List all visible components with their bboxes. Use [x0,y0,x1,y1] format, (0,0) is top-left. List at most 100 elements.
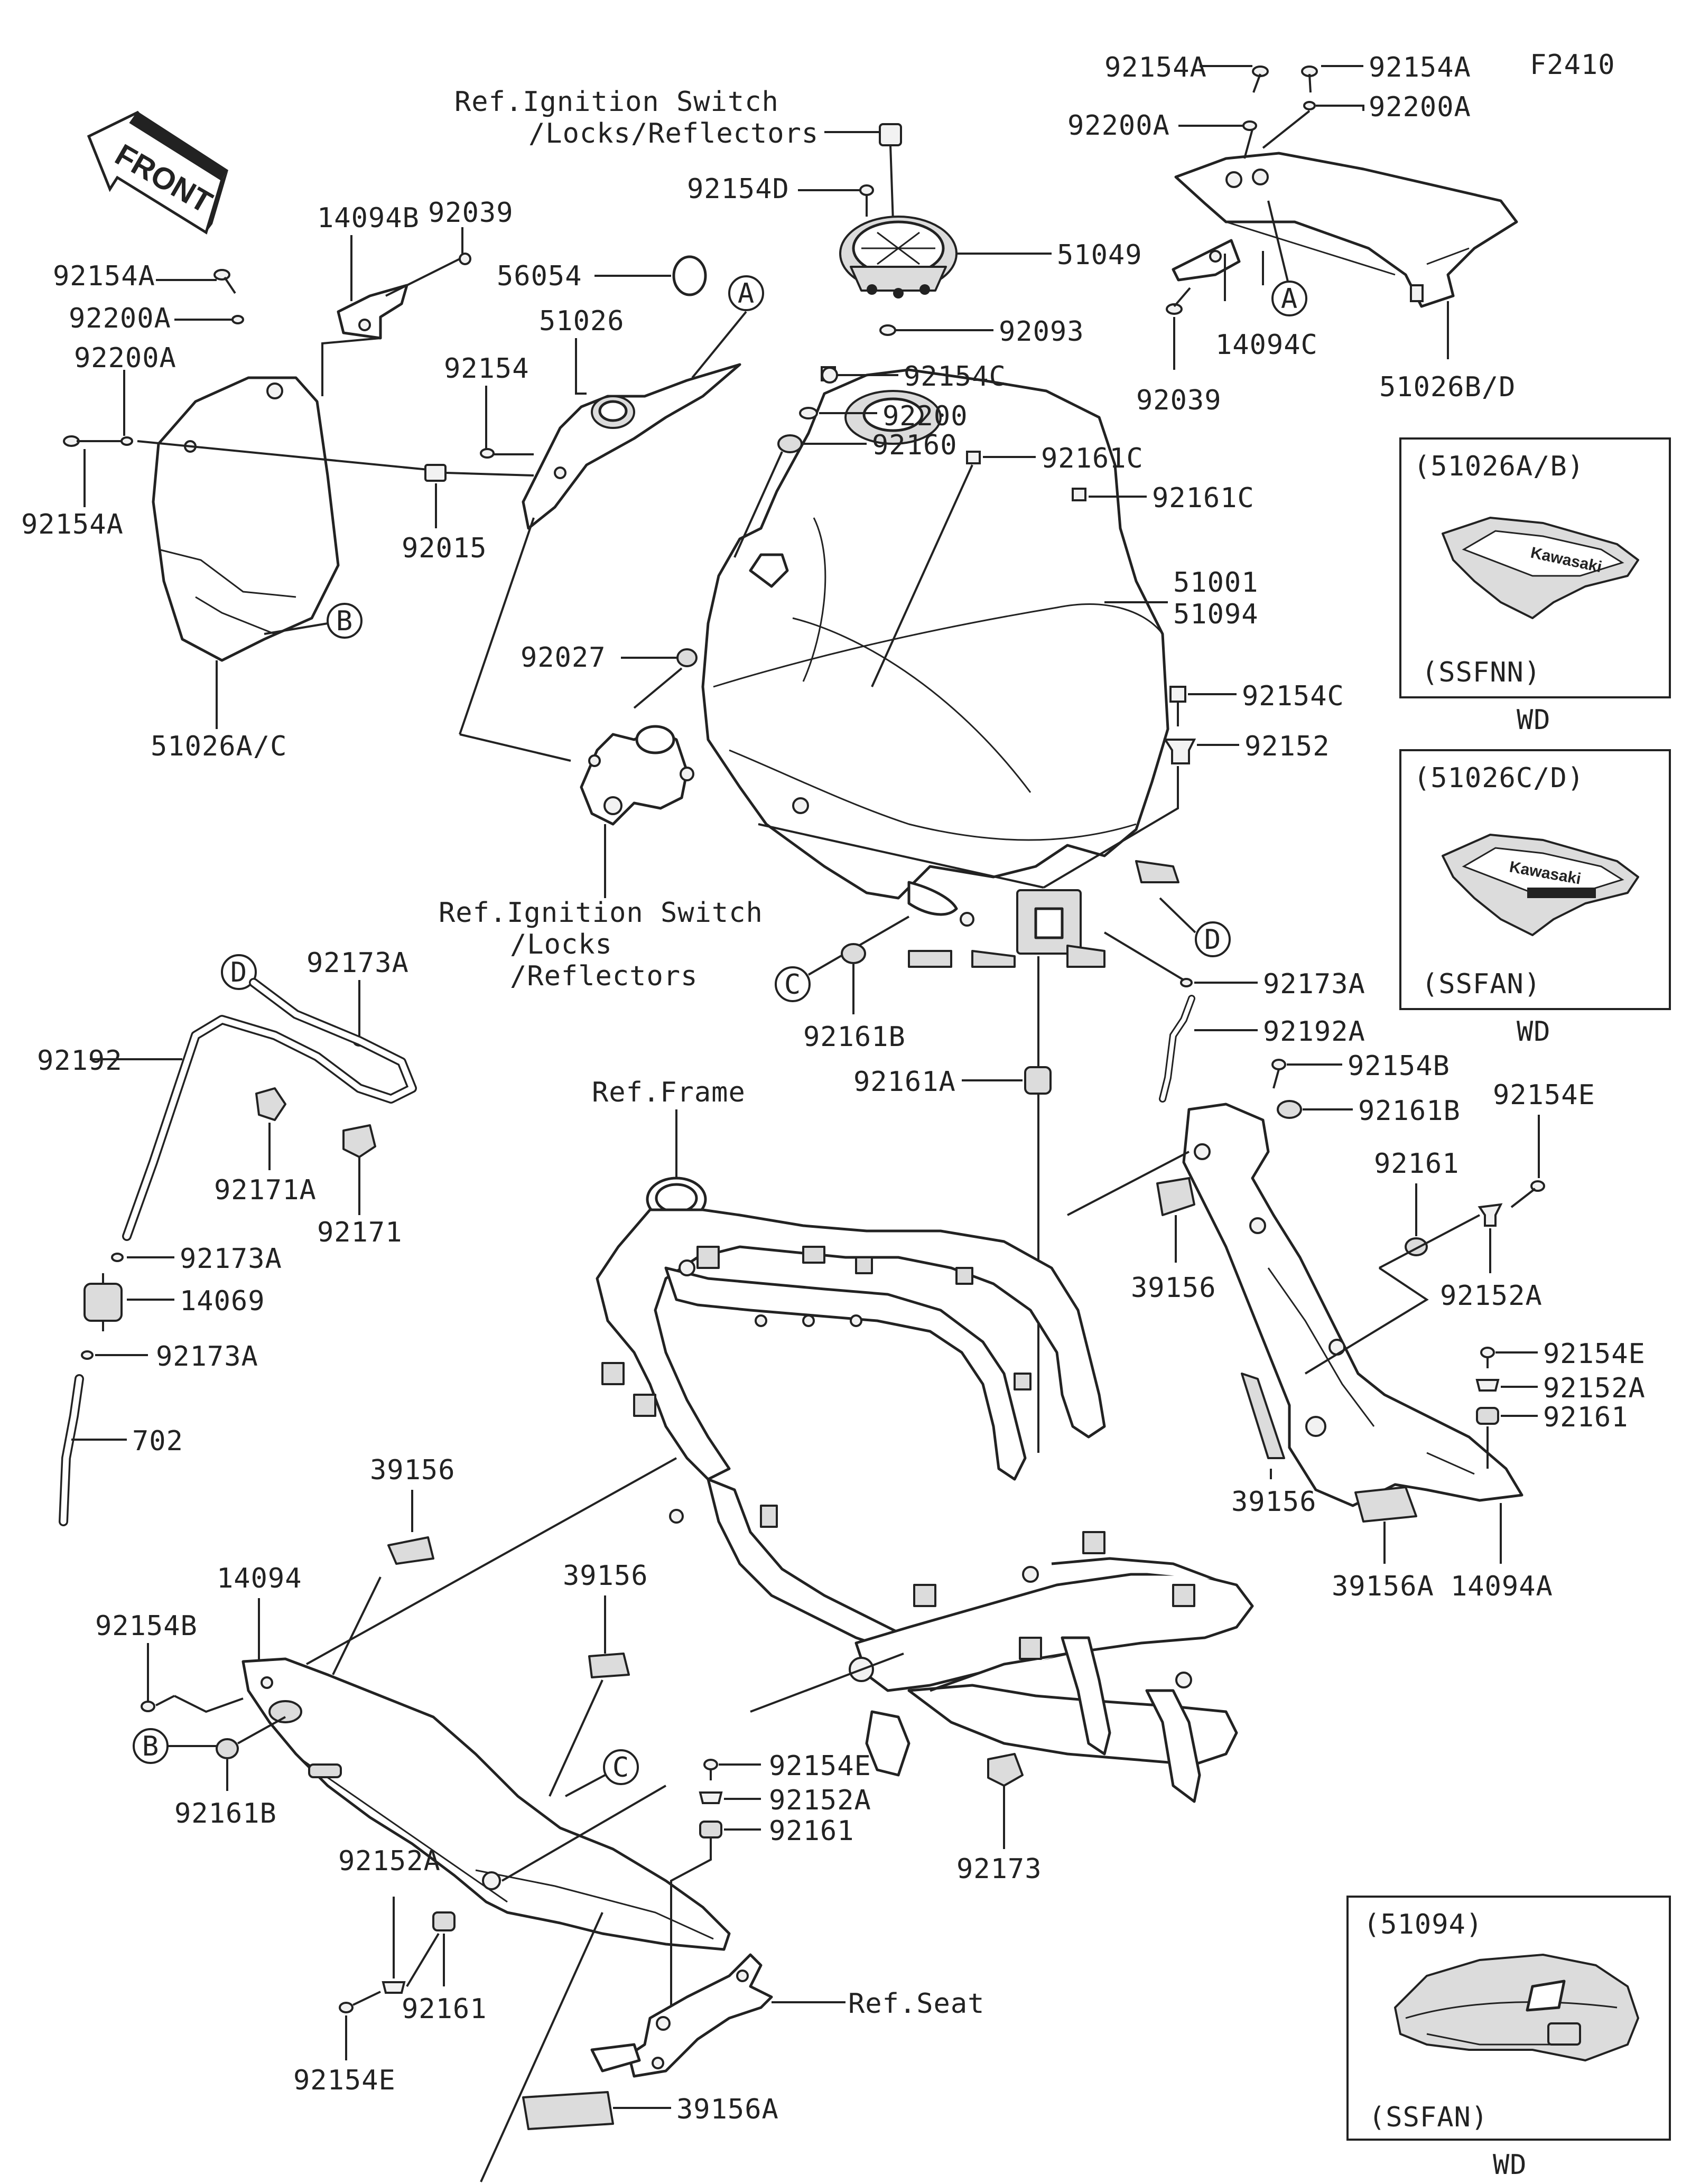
clamp-92173a-right [1180,978,1193,987]
label-92154e-center: 92154E [769,1750,871,1782]
label-92171: 92171 [317,1217,403,1248]
label-39156a-left: 39156A [676,2094,779,2125]
label-92154b-left: 92154B [95,1610,198,1642]
label-51026bd: 51026B/D [1379,371,1516,403]
damper-92161b-right [1277,1100,1302,1119]
label-92152a-center: 92152A [769,1785,871,1816]
inset-51094-tag: WD [1493,2149,1527,2181]
washer-92200 [799,407,818,419]
label-702: 702 [132,1425,183,1457]
filter-14069 [83,1273,123,1331]
pad-39156-left [387,1536,434,1565]
callout-b-bottom [133,1728,169,1764]
bolt-92154b-right [1271,1059,1286,1089]
label-14094b: 14094B [317,202,420,234]
clip-92171a [255,1087,286,1121]
label-92173a-bottom: 92173A [156,1341,258,1373]
callout-c-tank [775,966,811,1002]
label-92173a-mid: 92173A [180,1243,282,1275]
bolt-92154a-top-left [1252,66,1269,93]
bolt-92154e-center [703,1759,718,1780]
washer-92200a-left [231,315,244,324]
clip-92161c-a [966,451,981,464]
label-92154b-right: 92154B [1348,1050,1450,1082]
bolt-92154d [859,184,874,217]
damper-92160 [777,434,803,453]
damper-92161-center [699,1821,722,1838]
label-51001: 51001 [1173,567,1259,599]
collar-92152a-left [382,1981,406,1994]
pad-39156a-left [522,2091,614,2130]
callout-b-left-label: B [336,605,353,637]
label-92027: 92027 [521,642,606,674]
callout-a-right-label: A [1281,283,1298,315]
ignition-switch-drawing [580,725,694,826]
label-92154c-top: 92154C [904,361,1006,393]
hose-92192 [122,978,417,1241]
bolt-92154a-left [213,269,236,294]
shroud-51026ac-drawing [152,376,340,662]
front-arrow-icon: FRONT [87,110,228,235]
label-92173: 92173 [956,1853,1042,1885]
label-92015: 92015 [402,533,487,564]
label-ref-ignition-mid-2: /Locks [510,929,612,960]
label-51049: 51049 [1057,239,1142,271]
label-14069: 14069 [180,1285,265,1317]
inset-51026ab-tag: WD [1517,704,1551,736]
inset-51026ab-code: (SSFNN) [1421,657,1541,688]
label-92200a-left-2: 92200A [74,342,176,374]
label-92161c-a: 92161C [1041,443,1144,474]
callout-d-left-label: D [230,957,247,988]
inset-51026ab-title: (51026A/B) [1414,451,1584,482]
collar-92152a-right [1478,1203,1503,1227]
label-39156-center: 39156 [563,1560,648,1592]
damper-92161b-left [216,1738,239,1759]
inset-51094-code: (SSFAN) [1369,2102,1488,2133]
grommet-56054 [672,255,707,296]
label-92161c-b: 92161C [1152,482,1255,514]
seat-bracket-drawing [590,1953,773,2078]
damper-92161-left [432,1911,456,1931]
label-51094: 51094 [1173,599,1259,630]
label-92154d: 92154D [687,173,789,205]
label-92200a-top-left: 92200A [1067,110,1170,142]
damper-92027 [676,648,698,667]
label-92154e-left: 92154E [293,2065,396,2096]
label-92200a-left: 92200A [69,303,171,334]
label-92154a-left-2: 92154A [21,509,124,540]
label-92161-right-2: 92161 [1543,1402,1629,1433]
clamp-92173a-bottom [81,1350,94,1360]
inset-51026cd-code: (SSFAN) [1421,968,1541,1000]
label-ref-ignition-top-1: Ref.Ignition Switch [454,86,779,118]
label-92154: 92154 [444,353,529,385]
pad-39156a-right [1354,1486,1417,1523]
label-ref-ignition-mid-1: Ref.Ignition Switch [439,897,763,929]
label-51026: 51026 [539,305,625,337]
side-cover-14094-drawing [241,1657,731,1951]
bolt-92154e-left [339,1991,381,2013]
label-92039-right: 92039 [1136,385,1222,416]
collar-92152a-center [699,1791,723,1804]
label-92152a-left: 92152A [338,1845,441,1877]
label-39156-right: 39156 [1131,1272,1216,1304]
label-92154a-left: 92154A [53,260,155,292]
bolt-92154c-mid [1169,686,1186,726]
callout-a-right [1271,281,1307,316]
label-92154e-right-2: 92154E [1543,1338,1646,1370]
label-92154a-top-left: 92154A [1104,52,1207,83]
label-56054: 56054 [497,260,582,292]
label-14094: 14094 [217,1563,302,1594]
label-ref-ignition-mid-3: /Reflectors [510,960,698,992]
callout-d-left [221,954,257,990]
inset-51026cd: (51026C/D) Kawasaki (SSFAN) [1399,749,1671,1010]
label-14094a: 14094A [1451,1571,1553,1602]
label-92161b-right: 92161B [1358,1095,1461,1127]
label-14094c: 14094C [1215,329,1318,361]
label-92200a-top-right: 92200A [1369,91,1471,123]
callout-b-bottom-label: B [142,1731,159,1762]
label-92152: 92152 [1244,731,1330,762]
label-92161a: 92161A [853,1066,956,1098]
bolt-92154b-left [141,1695,175,1712]
label-92161-left: 92161 [402,1993,487,2025]
